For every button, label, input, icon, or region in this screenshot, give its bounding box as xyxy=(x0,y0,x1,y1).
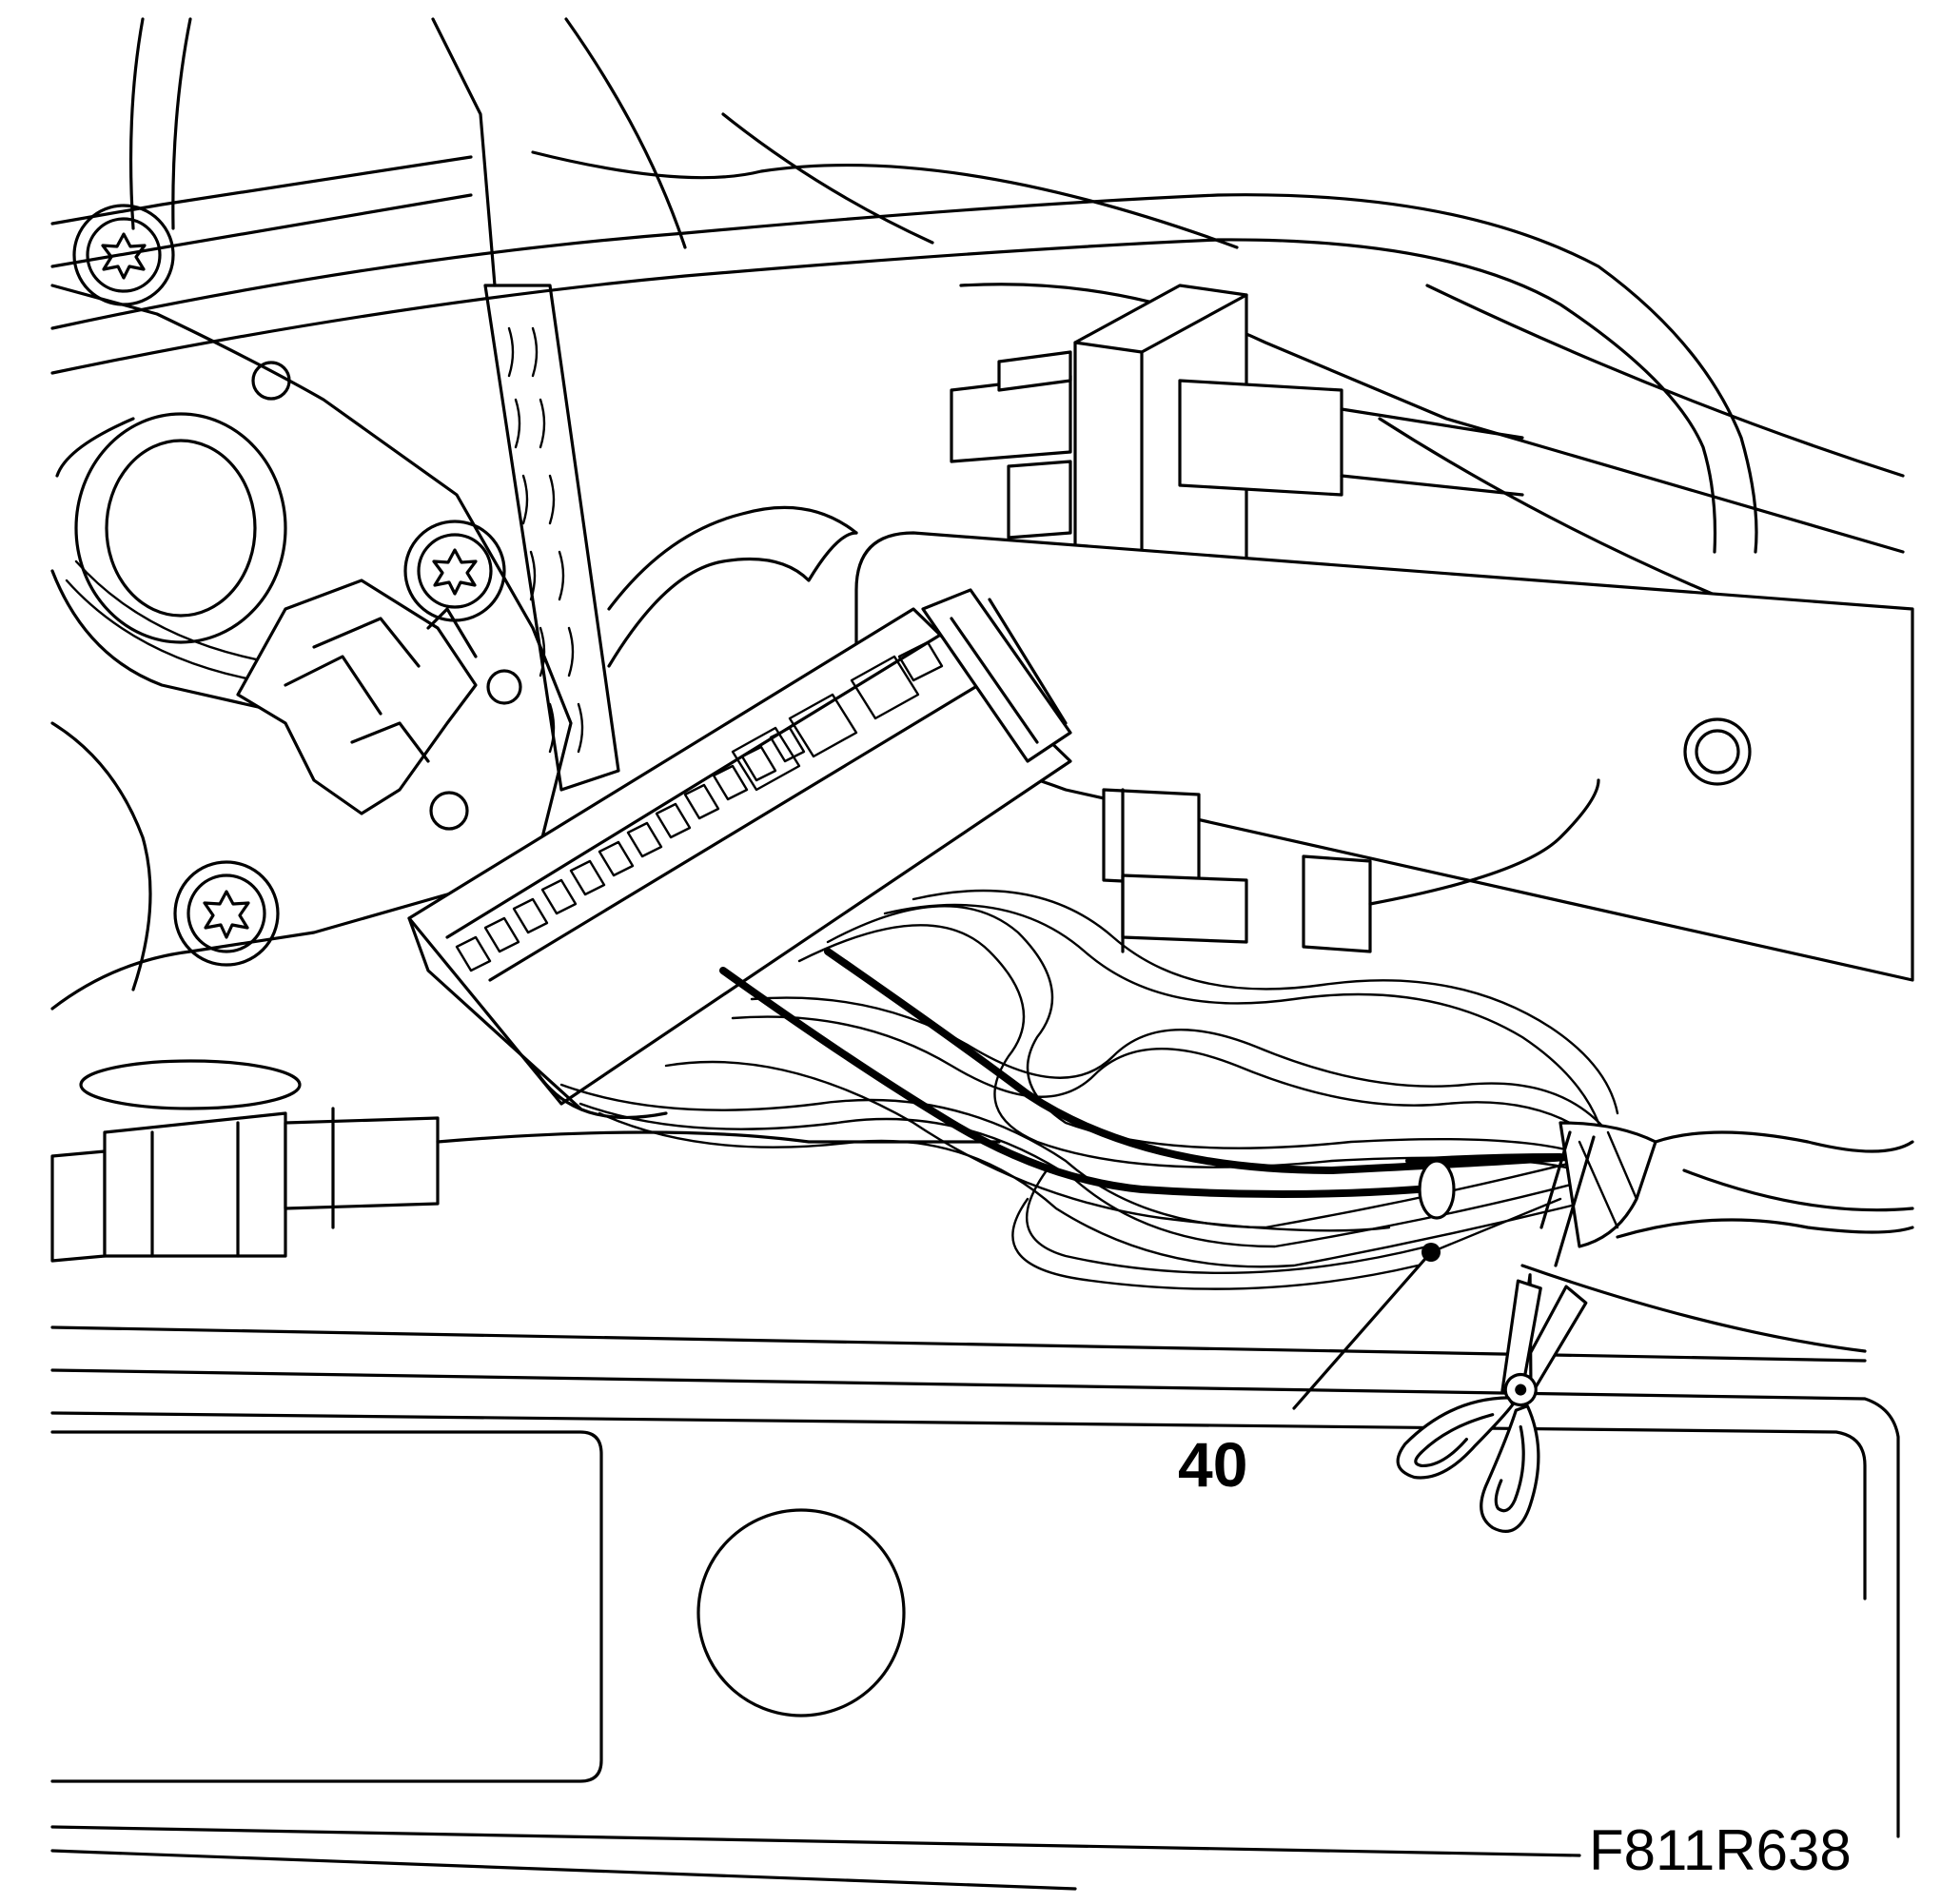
scissors-icon xyxy=(1396,1273,1588,1533)
callout-label: 40 xyxy=(1178,1429,1247,1500)
small-connector xyxy=(236,579,478,815)
upper-cable xyxy=(50,193,1758,554)
cable-clamp xyxy=(950,284,1524,573)
torx-screw-icon xyxy=(403,520,506,622)
callout-leader xyxy=(1292,1197,1562,1410)
harness-sleeve xyxy=(1418,1121,1914,1248)
wire-bundle xyxy=(531,889,1619,1290)
lower-connectors xyxy=(1102,778,1600,953)
figure-id: F811R638 xyxy=(1589,1818,1852,1882)
left-bracket xyxy=(50,284,573,1011)
torx-screw-icon xyxy=(173,860,280,967)
vertical-strap xyxy=(483,284,620,792)
side-connector xyxy=(50,1059,1001,1263)
multi-pin-connector xyxy=(407,588,1072,1110)
torx-screw-icon xyxy=(72,204,175,306)
cut-wire-tie xyxy=(1405,1130,1596,1267)
lower-panel xyxy=(50,1168,1914,1891)
